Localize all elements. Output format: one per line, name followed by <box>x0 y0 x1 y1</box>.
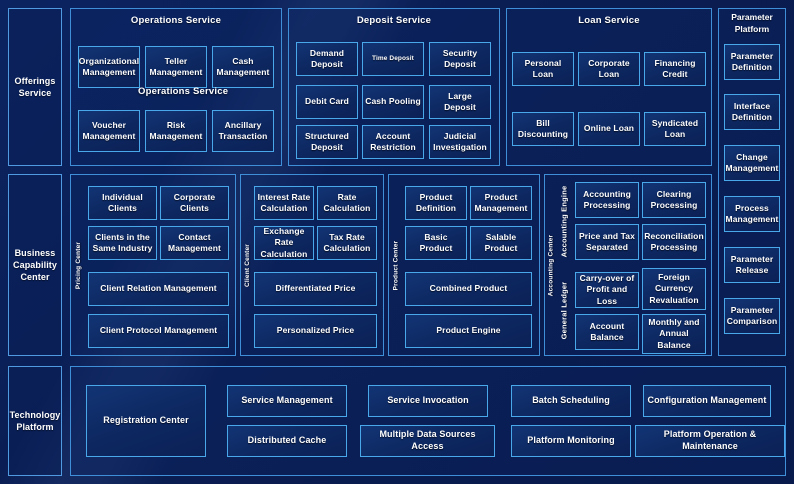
cell-accounting-processing[interactable]: Accounting Processing <box>575 182 639 218</box>
vlabel-general-ledger-text: General Ledger <box>559 281 569 339</box>
cell-batch-scheduling[interactable]: Batch Scheduling <box>511 385 631 417</box>
cell-client-relation-management[interactable]: Client Relation Management <box>88 272 229 306</box>
cell-personalized-price[interactable]: Personalized Price <box>254 314 377 348</box>
cell-account-balance[interactable]: Account Balance <box>575 314 639 350</box>
cell-demand-deposit[interactable]: Demand Deposit <box>296 42 358 76</box>
vlabel-accounting-center: Accounting Center <box>545 174 557 356</box>
cell-clients-same-industry[interactable]: Clients in the Same Industry <box>88 226 157 260</box>
vlabel-accounting-center-text: Accounting Center <box>547 234 555 296</box>
cell-parameter-definition[interactable]: Parameter Definition <box>724 44 780 80</box>
cell-structured-deposit[interactable]: Structured Deposit <box>296 125 358 159</box>
offerings-label-line1: Offerings <box>14 75 56 86</box>
cell-ancillary-transaction[interactable]: Ancillary Transaction <box>212 110 274 152</box>
vlabel-product-center: Product Center <box>389 174 403 356</box>
cell-process-management[interactable]: Process Management <box>724 196 780 232</box>
technology-label-line1: Technology <box>9 409 61 420</box>
cell-configuration-management[interactable]: Configuration Management <box>643 385 771 417</box>
row-label-technology-platform[interactable]: Technology Platform <box>8 366 62 476</box>
cell-product-management[interactable]: Product Management <box>470 186 532 220</box>
cell-differentiated-price[interactable]: Differentiated Price <box>254 272 377 306</box>
cell-registration-center[interactable]: Registration Center <box>86 385 206 457</box>
cell-exchange-rate-calculation[interactable]: Exchange Rate Calculation <box>254 226 314 260</box>
cell-voucher-management[interactable]: Voucher Management <box>78 110 140 152</box>
cell-financing-credit[interactable]: Financing Credit <box>644 52 706 86</box>
cell-corporate-clients[interactable]: Corporate Clients <box>160 186 229 220</box>
cell-teller-management[interactable]: Teller Management <box>145 46 207 88</box>
cell-security-deposit[interactable]: Security Deposit <box>429 42 491 76</box>
cell-change-management[interactable]: Change Management <box>724 145 780 181</box>
cell-risk-management[interactable]: Risk Management <box>145 110 207 152</box>
cell-parameter-release[interactable]: Parameter Release <box>724 247 780 283</box>
cell-platform-monitoring[interactable]: Platform Monitoring <box>511 425 631 457</box>
vlabel-general-ledger: General Ledger <box>557 266 571 354</box>
cell-large-deposit[interactable]: Large Deposit <box>429 85 491 119</box>
cell-contact-management[interactable]: Contact Management <box>160 226 229 260</box>
cell-service-management[interactable]: Service Management <box>227 385 347 417</box>
rail-title-line2: Platform <box>734 23 770 34</box>
cell-product-engine[interactable]: Product Engine <box>405 314 532 348</box>
cell-platform-operation-maintenance[interactable]: Platform Operation & Maintenance <box>635 425 785 457</box>
cell-interest-rate-calculation[interactable]: Interest Rate Calculation <box>254 186 314 220</box>
cell-individual-clients[interactable]: Individual Clients <box>88 186 157 220</box>
business-label-line1: Business <box>14 247 56 258</box>
cell-service-invocation[interactable]: Service Invocation <box>368 385 488 417</box>
cell-cash-management[interactable]: Cash Management <box>212 46 274 88</box>
technology-label-line2: Platform <box>16 422 54 432</box>
business-label-line2: Capability <box>12 259 57 270</box>
business-label-line3: Center <box>20 272 50 283</box>
group-title-operations-service: Operations Service <box>130 15 222 26</box>
vlabel-product-center-text: Product Center <box>392 240 400 290</box>
cell-interface-definition[interactable]: Interface Definition <box>724 94 780 130</box>
cell-distributed-cache[interactable]: Distributed Cache <box>227 425 347 457</box>
cell-foreign-currency-revaluation[interactable]: Foreign Currency Revaluation <box>642 268 706 310</box>
vlabel-pricing-center: Pricing Center <box>72 174 86 356</box>
cell-reconciliation-processing[interactable]: Reconciliation Processing <box>642 224 706 260</box>
vlabel-pricing-center-text: Pricing Center <box>75 241 83 289</box>
cell-personal-loan[interactable]: Personal Loan <box>512 52 574 86</box>
cell-time-deposit[interactable]: Time Deposit <box>362 42 424 76</box>
overlay-label-operations-service: Operations Service <box>138 86 229 97</box>
cell-debit-card[interactable]: Debit Card <box>296 85 358 119</box>
cell-parameter-comparison[interactable]: Parameter Comparison <box>724 298 780 334</box>
rail-title-parameter-platform: Parameter Platform <box>718 12 786 36</box>
row-label-offerings-service[interactable]: Offerings Service <box>8 8 62 166</box>
cell-account-restriction[interactable]: Account Restriction <box>362 125 424 159</box>
cell-judicial-investigation[interactable]: Judicial Investigation <box>429 125 491 159</box>
cell-rate-calculation[interactable]: Rate Calculation <box>317 186 377 220</box>
vlabel-accounting-engine: Accounting Engine <box>557 178 571 264</box>
cell-bill-discounting[interactable]: Bill Discounting <box>512 112 574 146</box>
cell-basic-product[interactable]: Basic Product <box>405 226 467 260</box>
offerings-label-line2: Service <box>18 88 52 98</box>
cell-clearing-processing[interactable]: Clearing Processing <box>642 182 706 218</box>
cell-online-loan[interactable]: Online Loan <box>578 112 640 146</box>
cell-multiple-data-sources-access[interactable]: Multiple Data Sources Access <box>360 425 495 457</box>
group-title-loan-service: Loan Service <box>578 15 640 26</box>
cell-carry-over-profit-loss[interactable]: Carry-over of Profit and Loss <box>575 272 639 308</box>
cell-organizational-management[interactable]: Organizational Management <box>78 46 140 88</box>
cell-corporate-loan[interactable]: Corporate Loan <box>578 52 640 86</box>
cell-salable-product[interactable]: Salable Product <box>470 226 532 260</box>
cell-price-and-tax-separated[interactable]: Price and Tax Separated <box>575 224 639 260</box>
row-label-business-capability-center[interactable]: Business Capability Center <box>8 174 62 356</box>
cell-cash-pooling[interactable]: Cash Pooling <box>362 85 424 119</box>
cell-monthly-annual-balance[interactable]: Monthly and Annual Balance <box>642 314 706 354</box>
vlabel-client-center-text: Client Center <box>244 243 252 287</box>
cell-syndicated-loan[interactable]: Syndicated Loan <box>644 112 706 146</box>
cell-combined-product[interactable]: Combined Product <box>405 272 532 306</box>
group-title-deposit-service: Deposit Service <box>356 15 432 26</box>
vlabel-client-center: Client Center <box>241 174 255 356</box>
vlabel-accounting-engine-text: Accounting Engine <box>559 185 569 257</box>
cell-product-definition[interactable]: Product Definition <box>405 186 467 220</box>
rail-title-line1: Parameter <box>731 12 773 22</box>
cell-client-protocol-management[interactable]: Client Protocol Management <box>88 314 229 348</box>
cell-tax-rate-calculation[interactable]: Tax Rate Calculation <box>317 226 377 260</box>
